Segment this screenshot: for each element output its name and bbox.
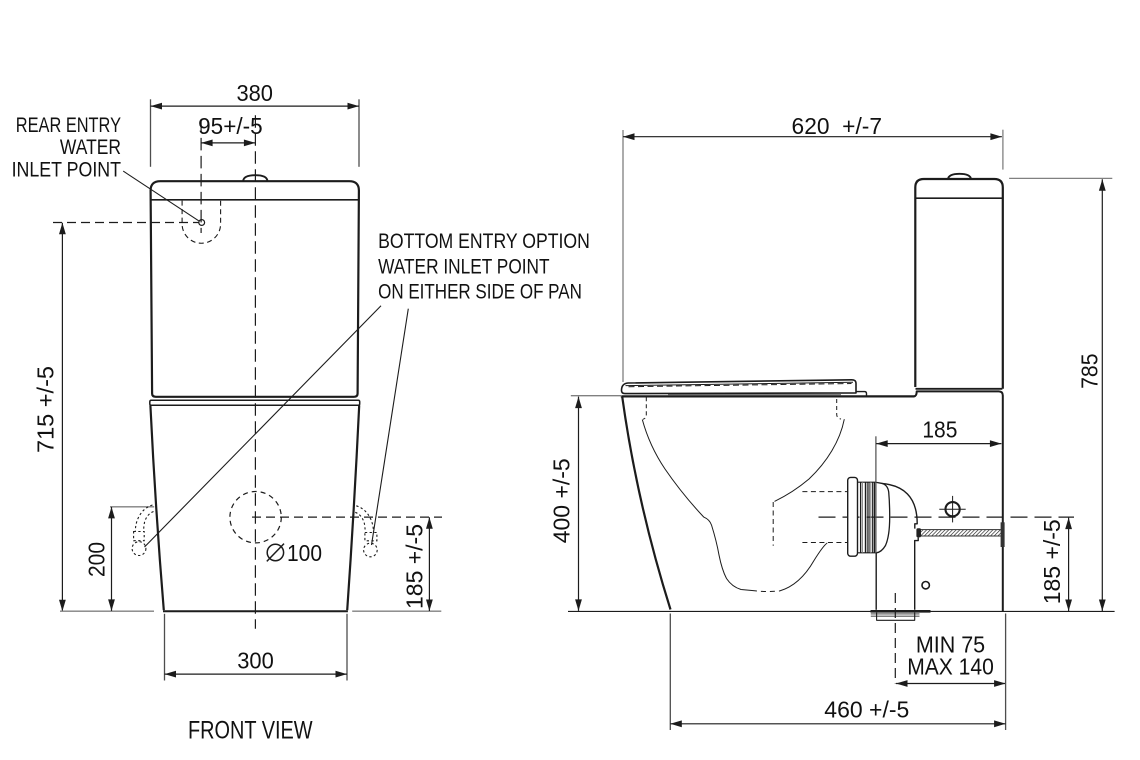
svg-text:460 +/-5: 460 +/-5: [824, 696, 909, 722]
svg-text:BOTTOM ENTRY OPTION: BOTTOM ENTRY OPTION: [378, 229, 590, 253]
svg-text:MIN 75: MIN 75: [916, 632, 985, 658]
svg-text:100: 100: [287, 540, 322, 566]
svg-text:FRONT VIEW: FRONT VIEW: [188, 716, 313, 744]
svg-text:400 +/-5: 400 +/-5: [549, 458, 575, 543]
svg-text:INLET POINT: INLET POINT: [12, 157, 121, 181]
svg-text:785: 785: [1077, 354, 1103, 389]
svg-text:380: 380: [236, 80, 273, 106]
svg-text:300: 300: [237, 647, 274, 673]
svg-text:REAR ENTRY: REAR ENTRY: [16, 113, 121, 137]
svg-text:WATER: WATER: [60, 135, 121, 159]
svg-text:185 +/-5: 185 +/-5: [401, 524, 427, 609]
svg-text:185 +/-5: 185 +/-5: [1039, 519, 1065, 604]
svg-text:620 +/-7: 620 +/-7: [792, 113, 883, 139]
svg-text:200: 200: [84, 542, 110, 577]
svg-text:715 +/-5: 715 +/-5: [33, 366, 59, 453]
svg-text:ON EITHER SIDE OF PAN: ON EITHER SIDE OF PAN: [378, 280, 582, 304]
svg-text:185: 185: [922, 417, 957, 443]
svg-text:MAX 140: MAX 140: [907, 653, 994, 679]
svg-text:WATER INLET POINT: WATER INLET POINT: [378, 254, 549, 278]
svg-text:95+/-5: 95+/-5: [198, 113, 263, 139]
